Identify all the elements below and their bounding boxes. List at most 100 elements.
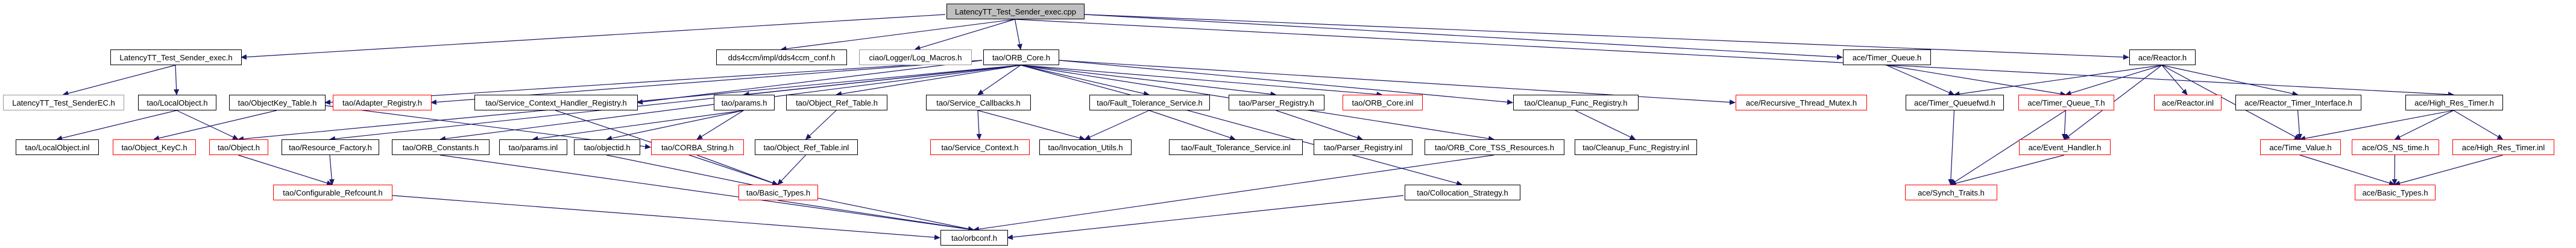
include-edge-tqfwd-synchtraits bbox=[1948, 110, 1955, 185]
include-edge-rti-timevalue bbox=[2296, 110, 2302, 140]
include-edge-root-exec_h bbox=[241, 14, 946, 60]
include-edge-cleanupreg-cleanupinl bbox=[1575, 110, 1636, 140]
graph-node-rti[interactable]: ace/Reactor_Timer_Interface.h bbox=[2235, 95, 2361, 110]
include-edge-objreftableinl-taobasic bbox=[777, 154, 806, 185]
include-edge-reactor-timevalue bbox=[2161, 65, 2300, 140]
graph-node-orbconf[interactable]: tao/orbconf.h bbox=[940, 230, 1008, 246]
graph-node-cleanupinl[interactable]: tao/Cleanup_Func_Registry.inl bbox=[1575, 139, 1697, 155]
include-edge-exec_h-localobject bbox=[174, 65, 180, 95]
include-edge-hrt-osnstime bbox=[2394, 110, 2454, 140]
include-edge-tqt-synchtraits bbox=[1950, 110, 2066, 185]
include-edge-orbcore-parserreg bbox=[1020, 65, 1277, 97]
graph-node-objectkeytable[interactable]: tao/ObjectKey_Table.h bbox=[229, 95, 326, 110]
include-edge-faulttol-invutils bbox=[1084, 110, 1150, 140]
include-edge-orbcore-objectkeytable bbox=[324, 60, 983, 105]
include-edge-colloc-orbconf bbox=[1007, 195, 1404, 240]
include-edge-params-corbastring bbox=[696, 110, 744, 140]
graph-node-timerqueue[interactable]: ace/Timer_Queue.h bbox=[1843, 49, 1931, 65]
include-edge-params-objectid bbox=[606, 110, 744, 141]
include-edge-orbcore-colloc bbox=[1020, 65, 1463, 186]
graph-node-orbcore[interactable]: tao/ORB_Core.h bbox=[983, 49, 1059, 65]
include-edge-object-configref bbox=[238, 154, 333, 186]
graph-node-timevalue[interactable]: ace/Time_Value.h bbox=[2260, 139, 2341, 155]
graph-node-osnstime[interactable]: ace/OS_NS_time.h bbox=[2352, 139, 2439, 155]
include-edge-root-logmacros bbox=[914, 19, 1015, 51]
include-edge-timerqueue-tqt bbox=[1886, 65, 2067, 97]
graph-node-acebasic[interactable]: ace/Basic_Types.h bbox=[2355, 185, 2436, 200]
graph-node-eventhandler[interactable]: ace/Event_Handler.h bbox=[2019, 139, 2111, 155]
include-edge-orbcore-scthr bbox=[637, 60, 983, 105]
include-edge-orbcore-objreftable bbox=[836, 65, 1021, 97]
include-edge-orbcore-faulttol bbox=[1020, 65, 1150, 97]
graph-node-localobjinl[interactable]: tao/LocalObject.inl bbox=[16, 139, 99, 155]
include-edge-resfactory-configref bbox=[329, 154, 335, 185]
graph-node-objreftableinl[interactable]: tao/Object_Ref_Table.inl bbox=[755, 139, 858, 155]
graph-node-invutils[interactable]: tao/Invocation_Utils.h bbox=[1039, 139, 1132, 155]
graph-node-parserreg[interactable]: tao/Parser_Registry.h bbox=[1229, 95, 1324, 110]
include-edge-params-paramsinl bbox=[532, 110, 744, 142]
graph-node-configref[interactable]: tao/Configurable_Refcount.h bbox=[273, 185, 392, 200]
include-edge-faulttol-ftinl bbox=[1148, 110, 1236, 141]
graph-node-dds4ccm[interactable]: dds4ccm/impl/dds4ccm_conf.h bbox=[716, 49, 847, 65]
include-edge-root-reactor bbox=[1084, 14, 2129, 60]
include-edge-localobject-localobjinl bbox=[56, 110, 177, 141]
graph-node-params[interactable]: tao/params.h bbox=[714, 95, 775, 110]
graph-node-paramsinl[interactable]: tao/params.inl bbox=[499, 139, 567, 155]
include-edge-taobasic-orbconf bbox=[777, 200, 974, 232]
graph-node-synchtraits[interactable]: ace/Synch_Traits.h bbox=[1905, 185, 1997, 200]
include-edge-hrt-hrtinl bbox=[2453, 110, 2504, 140]
include-edge-root-hrt bbox=[1015, 19, 2454, 98]
graph-node-object[interactable]: tao/Object.h bbox=[209, 139, 268, 155]
include-edge-objreftable-objreftableinl bbox=[805, 110, 837, 140]
graph-node-objreftable[interactable]: tao/Object_Ref_Table.h bbox=[786, 95, 887, 110]
graph-node-colloc[interactable]: tao/Collocation_Strategy.h bbox=[1405, 185, 1520, 200]
include-edge-svccallbacks-invutils bbox=[977, 110, 1086, 141]
graph-node-orbcoreinl[interactable]: tao/ORB_Core.inl bbox=[1343, 95, 1423, 110]
graph-node-tqt[interactable]: ace/Timer_Queue_T.h bbox=[2018, 95, 2114, 110]
include-edge-svccallbacks-svccontext bbox=[976, 110, 982, 140]
graph-node-reactorinl[interactable]: ace/Reactor.inl bbox=[2154, 95, 2222, 110]
include-edge-orbcore-resfactory bbox=[329, 65, 1021, 142]
graph-node-adapterreg[interactable]: tao/Adapter_Registry.h bbox=[333, 95, 432, 110]
graph-node-exec_h[interactable]: LatencyTT_Test_Sender_exec.h bbox=[110, 49, 242, 65]
include-edge-reactor-rti bbox=[2161, 65, 2299, 97]
include-edge-corbastring-taobasic bbox=[696, 154, 778, 186]
graph-node-resfactory[interactable]: tao/Resource_Factory.h bbox=[282, 139, 379, 155]
graph-node-taobasic[interactable]: tao/Basic_Types.h bbox=[738, 185, 818, 200]
include-edge-orbcore-cleanupreg bbox=[1059, 60, 1513, 105]
include-edge-reactor-reactorinl bbox=[2161, 65, 2188, 95]
graph-node-faulttol[interactable]: tao/Fault_Tolerance_Service.h bbox=[1089, 95, 1210, 110]
graph-node-svccontext[interactable]: tao/Service_Context.h bbox=[930, 139, 1030, 155]
graph-node-root[interactable]: LatencyTT_Test_Sender_exec.cpp bbox=[946, 4, 1085, 19]
include-edge-objectkeytable-objkeyc bbox=[153, 110, 277, 141]
graph-node-objkeyc[interactable]: tao/Object_KeyC.h bbox=[113, 139, 196, 155]
graph-node-hrtinl[interactable]: ace/High_Res_Timer.inl bbox=[2452, 139, 2554, 155]
include-edge-timerqueue-tqfwd bbox=[1886, 65, 1955, 95]
include-edge-localobject-object bbox=[176, 110, 239, 140]
graph-node-objectid[interactable]: tao/objectid.h bbox=[574, 139, 640, 155]
include-edge-tqt-eventhandler bbox=[2061, 110, 2067, 140]
graph-node-parserreginl[interactable]: tao/Parser_Registry.inl bbox=[1314, 139, 1412, 155]
graph-node-corbastring[interactable]: tao/CORBA_String.h bbox=[651, 139, 744, 155]
graph-node-tqfwd[interactable]: ace/Timer_Queuefwd.h bbox=[1906, 95, 2004, 110]
include-edge-root-dds4ccm bbox=[780, 19, 1015, 52]
graph-node-tss[interactable]: tao/ORB_Core_TSS_Resources.h bbox=[1425, 139, 1564, 155]
graph-node-hrt[interactable]: ace/High_Res_Timer.h bbox=[2405, 95, 2503, 110]
include-edge-timevalue-acebasic bbox=[2299, 154, 2395, 186]
include-edge-orbcore-svccallbacks bbox=[977, 65, 1021, 95]
graph-node-recmutex[interactable]: ace/Recursive_Thread_Mutex.h bbox=[1736, 95, 1867, 110]
include-edge-reactor-tqt bbox=[2065, 65, 2162, 96]
graph-node-svccallbacks[interactable]: tao/Service_Callbacks.h bbox=[926, 95, 1031, 110]
include-edge-eventhandler-synchtraits bbox=[1950, 154, 2065, 186]
graph-node-orbconst[interactable]: tao/ORB_Constants.h bbox=[392, 139, 490, 155]
graph-node-ftinl[interactable]: tao/Fault_Tolerance_Service.inl bbox=[1169, 139, 1303, 155]
include-edge-root-orbcore bbox=[1014, 19, 1022, 50]
graph-node-scthr[interactable]: tao/Service_Context_Handler_Registry.h bbox=[474, 95, 638, 110]
graph-node-cleanupreg[interactable]: tao/Cleanup_Func_Registry.h bbox=[1513, 95, 1639, 110]
graph-node-localobject[interactable]: tao/LocalObject.h bbox=[138, 95, 216, 110]
graph-node-senderec[interactable]: LatencyTT_Test_SenderEC.h bbox=[3, 95, 124, 110]
graph-node-reactor[interactable]: ace/Reactor.h bbox=[2129, 49, 2196, 65]
graph-node-logmacros[interactable]: ciao/Logger/Log_Macros.h bbox=[859, 49, 972, 65]
